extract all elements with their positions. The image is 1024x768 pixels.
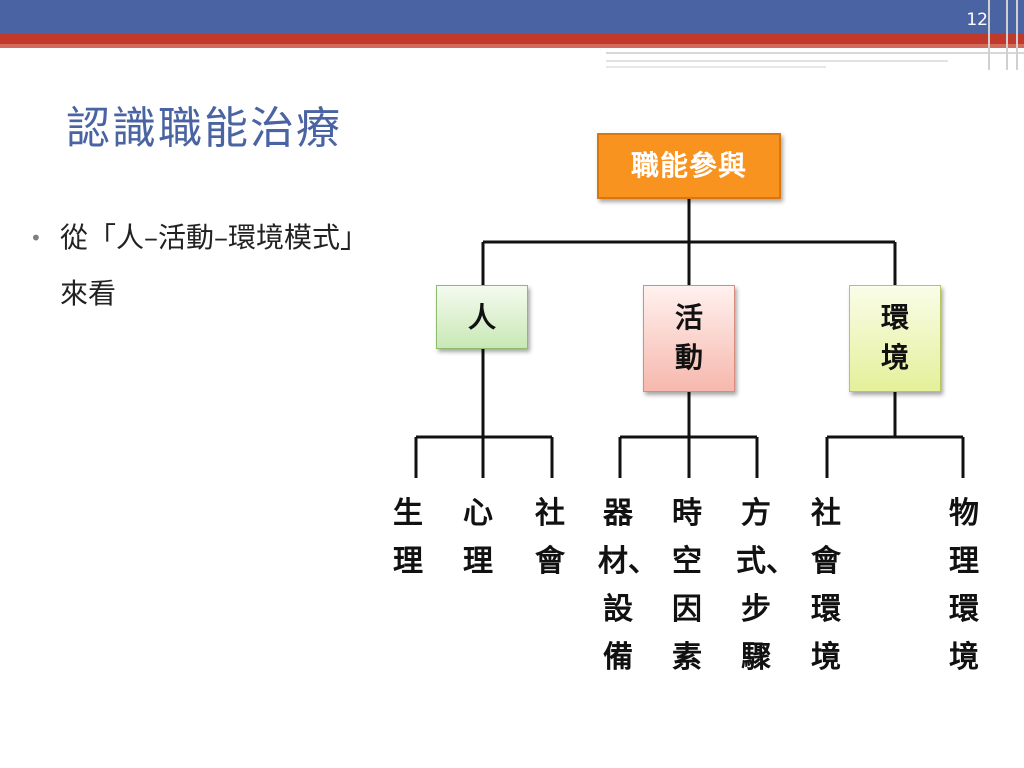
leaf-social: 社會 [535,496,565,579]
leaf-psychological: 心理 [463,496,493,579]
bullet-dot-icon: • [30,226,42,250]
decor-line [606,52,1024,54]
decor-vline [1016,0,1018,70]
decor-line [606,60,948,62]
leaf-social-environment: 社會環境 [811,496,841,675]
leaf-physical-environment: 物理環境 [949,496,979,675]
decor-vline [1006,0,1008,70]
leaf-equipment: 器材、設備 [598,496,658,675]
page-number: 12 [966,10,988,30]
decor-line [606,66,826,68]
bullet-item: • 從「人–活動–環境模式」來看 [30,210,370,322]
leaf-spatiotemporal: 時空因素 [672,496,702,675]
header-band [0,0,1024,34]
leaf-physiological: 生理 [393,496,423,579]
decor-vline [988,0,990,70]
node-activity-label: 活動 [674,301,703,374]
slide-title: 認識職能治療 [66,103,342,154]
node-activity: 活動 [643,285,735,392]
bullet-text: 從「人–活動–環境模式」來看 [60,221,369,310]
root-node: 職能參與 [597,133,781,199]
node-environment-label: 環境 [880,301,909,374]
leaf-methods: 方式、步驟 [736,496,796,675]
node-person: 人 [436,285,528,349]
header-accent-shade [0,44,1024,48]
node-environment: 環境 [849,285,941,392]
